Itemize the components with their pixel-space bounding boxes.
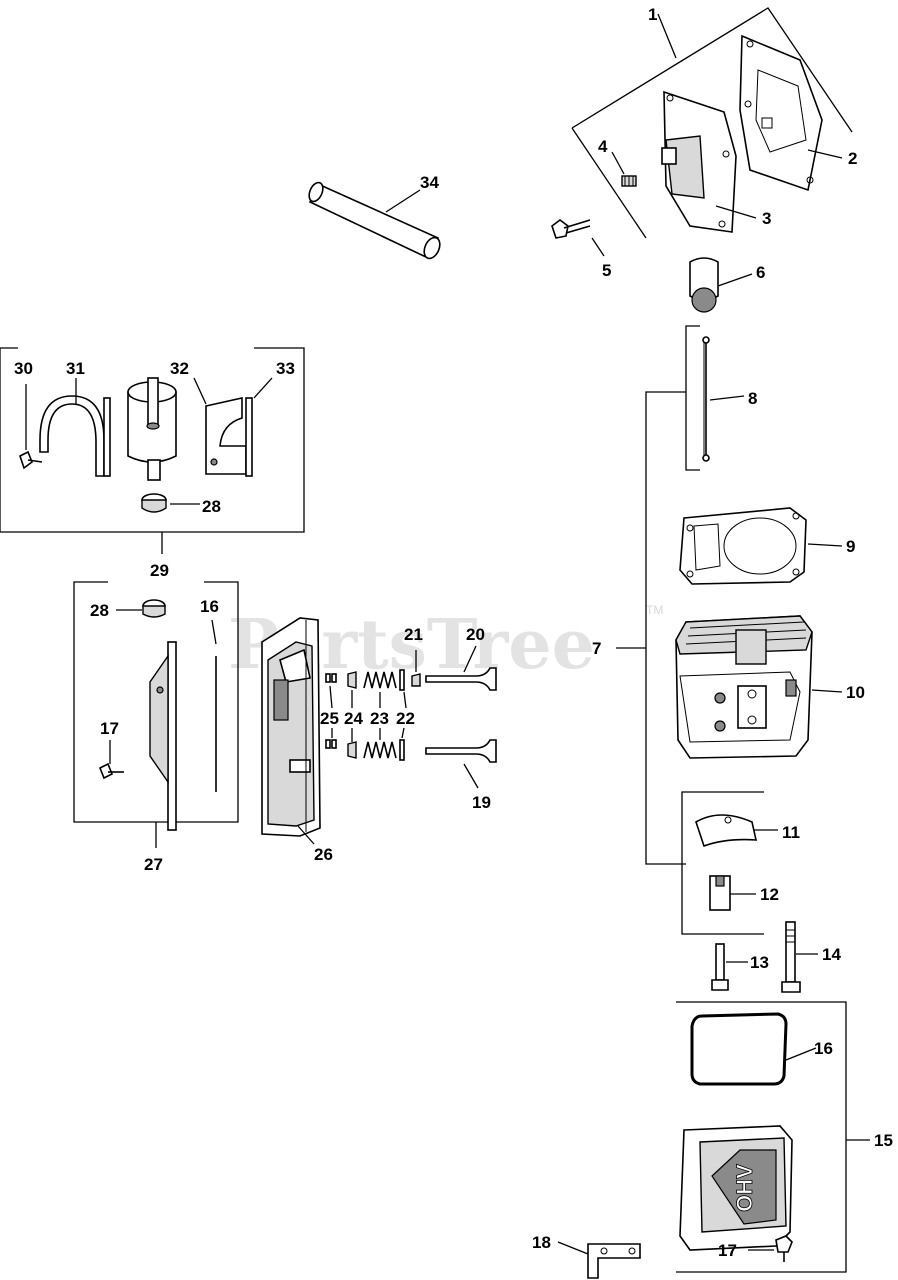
callout-29: 29	[150, 561, 169, 580]
callout-20: 20	[466, 625, 485, 644]
valve-keeper-lower-icon[interactable]	[325, 739, 337, 749]
callout-34: 34	[420, 173, 439, 192]
head-gasket-icon[interactable]	[679, 507, 807, 585]
callout-26: 26	[314, 845, 333, 864]
callout-10: 10	[846, 683, 865, 702]
callout-22: 22	[396, 709, 415, 728]
rocker-arm-icon[interactable]	[695, 814, 758, 848]
callout-5: 5	[602, 261, 611, 280]
callout-16-cover-gasket: 16	[814, 1039, 833, 1058]
rocker-pivot-icon[interactable]	[709, 875, 731, 911]
callout-12: 12	[760, 885, 779, 904]
callout-15: 15	[874, 1131, 893, 1150]
watermark-trademark: TM	[646, 603, 663, 617]
screw-icon[interactable]	[551, 219, 591, 239]
cylinder-head-icon[interactable]	[675, 615, 813, 759]
callout-17-cover-screw: 17	[718, 1241, 737, 1260]
push-rod-icon[interactable]	[702, 336, 710, 462]
callout-24: 24	[344, 709, 363, 728]
callout-2: 2	[848, 149, 857, 168]
valve-cover-gasket-icon[interactable]	[690, 1012, 788, 1086]
pipe-icon[interactable]	[306, 180, 442, 260]
callout-33: 33	[276, 359, 295, 378]
cylinder-head-side-icon[interactable]	[261, 617, 321, 837]
valve-spring-upper-icon[interactable]	[363, 671, 397, 689]
callout-4: 4	[598, 137, 608, 156]
bracket-icon[interactable]	[587, 1243, 641, 1279]
callout-6: 6	[756, 263, 765, 282]
valve-cap-icon[interactable]	[411, 673, 421, 687]
spring-retainer-upper-icon[interactable]	[347, 671, 357, 689]
breather-plate-icon[interactable]	[149, 641, 177, 831]
callout-28-lower: 28	[90, 601, 109, 620]
breather-gasket-icon[interactable]	[739, 34, 823, 192]
foam-strip-icon[interactable]	[245, 397, 253, 477]
callout-13: 13	[750, 953, 769, 972]
filter-assembly-group	[0, 347, 305, 554]
callout-32: 32	[170, 359, 189, 378]
exhaust-valve-icon[interactable]	[425, 667, 497, 691]
valve-cover-screw-icon[interactable]	[775, 1235, 793, 1262]
breather-assembly-group	[551, 7, 853, 257]
valve-cover-lettering: OHV	[732, 1164, 757, 1212]
callout-labels: 1 2 3 4 5 6 7 8 9 10 11 12 13 14 15 16 1…	[14, 5, 893, 1260]
callout-14: 14	[822, 945, 841, 964]
valve-keeper-upper-icon[interactable]	[325, 673, 337, 683]
retainer-spring-icon[interactable]	[621, 175, 637, 187]
valve-spring-lower-icon[interactable]	[363, 741, 397, 759]
breather-tube-icon[interactable]	[689, 257, 719, 313]
callout-19: 19	[472, 793, 491, 812]
head-bolt-long-icon[interactable]	[781, 921, 801, 993]
clamp-icon[interactable]	[39, 395, 111, 477]
plate-screw-icon[interactable]	[98, 762, 124, 780]
intake-valve-icon[interactable]	[425, 739, 497, 763]
callout-7: 7	[592, 639, 601, 658]
callout-30: 30	[14, 359, 33, 378]
cylinder-head-group	[616, 325, 843, 935]
valve-cover-group: OHV	[676, 1001, 870, 1273]
callout-9: 9	[846, 537, 855, 556]
grommet-lower-icon[interactable]	[142, 599, 166, 618]
callout-27: 27	[144, 855, 163, 874]
grommet-upper-icon[interactable]	[141, 493, 167, 513]
callout-3: 3	[762, 209, 771, 228]
callout-28-upper: 28	[202, 497, 221, 516]
callout-25: 25	[320, 709, 339, 728]
callout-21: 21	[404, 625, 423, 644]
valve-seal-upper-icon[interactable]	[399, 669, 405, 691]
callout-18: 18	[532, 1233, 551, 1252]
spring-retainer-lower-icon[interactable]	[347, 741, 357, 759]
filter-bracket-icon[interactable]	[205, 397, 247, 475]
callout-1: 1	[648, 5, 657, 24]
callout-23: 23	[370, 709, 389, 728]
breather-cover-icon[interactable]	[661, 90, 737, 233]
callout-11: 11	[782, 823, 800, 842]
callout-31: 31	[66, 359, 85, 378]
fuel-filter-icon[interactable]	[127, 377, 177, 481]
head-bolt-short-icon[interactable]	[711, 943, 729, 991]
callout-17-plate-screw: 17	[100, 719, 119, 738]
valve-seal-lower-icon[interactable]	[399, 739, 405, 761]
breather-plate-group	[73, 581, 239, 848]
mounting-screw-icon[interactable]	[19, 450, 43, 470]
valve-cover-icon[interactable]: OHV	[679, 1125, 793, 1251]
callout-16-plate-gasket: 16	[200, 597, 219, 616]
callout-8: 8	[748, 389, 757, 408]
